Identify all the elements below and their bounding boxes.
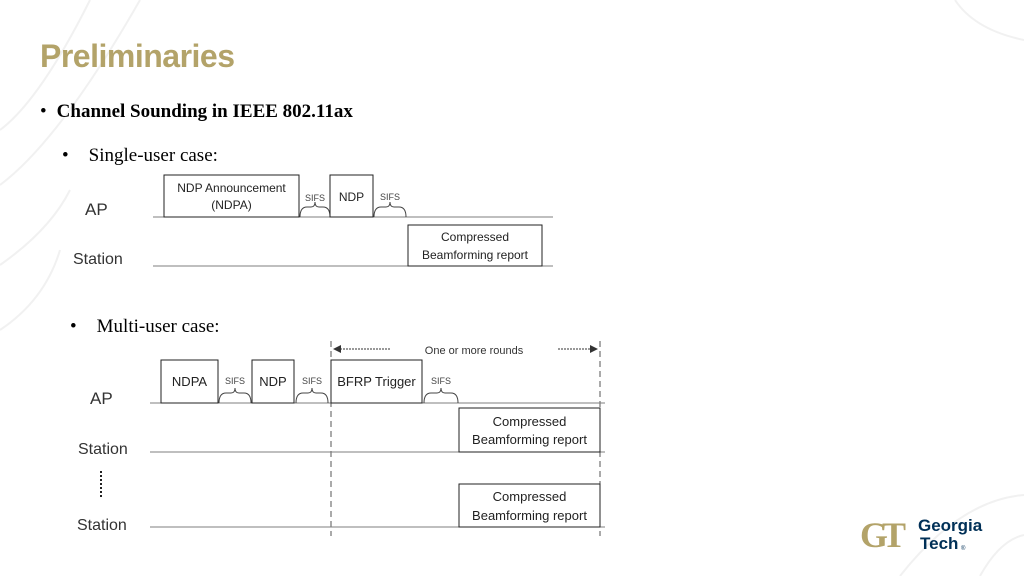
mu-report1-text-2: Beamforming report [472,432,587,447]
bullet-multi-user: • Multi-user case: [70,316,220,338]
mu-sifs-3: SIFS [431,376,451,386]
mu-sifs-brace-1 [218,387,252,404]
su-ndpa-text-1: NDP Announcement [177,181,286,195]
mu-report2-box [458,483,601,528]
logo-gt-mark: GT [860,515,906,555]
mu-report2-text-1: Compressed [493,489,567,504]
multi-user-diagram: One or more rounds AP Station Station ND… [77,341,605,536]
mu-ndpa-text: NDPA [172,374,207,389]
mu-station2-label: Station [77,517,127,534]
bullet-text-channel-sounding: Channel Sounding in IEEE 802.11ax [56,101,353,122]
su-ndp-box [329,174,374,218]
bullet-dot: • [62,145,69,166]
su-report-box [407,224,543,267]
mu-ap-label: AP [90,389,113,408]
slide-title: Preliminaries [40,38,235,74]
su-sifs-2: SIFS [380,192,400,202]
su-sifs-1: SIFS [305,193,325,203]
su-ndpa-text-2: (NDPA) [211,198,251,212]
mu-bfrp-trigger-text: BFRP Trigger [337,374,416,389]
su-report-text-2: Beamforming report [422,248,529,262]
logo-text-tech: Tech [920,534,958,553]
su-sifs-brace-1 [299,201,331,218]
su-ndpa-box [163,174,300,218]
georgia-tech-logo: GT Georgia Tech ® [860,515,983,555]
bullet-single-user: • Single-user case: [62,145,218,167]
bullet-text-single-user: Single-user case: [88,145,218,166]
su-ndp-text: NDP [339,190,364,204]
mu-ndpa-box [160,359,219,404]
su-station-label: Station [73,251,123,268]
bullet-text-multi-user: Multi-user case: [96,316,220,337]
bullet-channel-sounding: • Channel Sounding in IEEE 802.11ax [40,101,353,123]
su-sifs-brace-2 [373,201,407,218]
mu-sifs-brace-3 [423,387,459,404]
mu-bfrp-trigger-box [330,359,423,404]
mu-report2-text-2: Beamforming report [472,508,587,523]
mu-sifs-2: SIFS [302,376,322,386]
bullet-dot: • [70,316,77,337]
single-user-diagram: AP Station NDP Announcement (NDPA) SIFS … [73,174,553,268]
logo-trademark: ® [961,545,966,552]
mu-report1-box [458,407,601,453]
mu-report1-text-1: Compressed [493,414,567,429]
mu-ndp-text: NDP [259,374,286,389]
mu-rounds-label: One or more rounds [425,345,524,357]
mu-station1-label: Station [78,441,128,458]
bullet-dot: • [40,101,47,122]
su-report-text-1: Compressed [441,230,509,244]
logo-text-georgia: Georgia [918,516,983,535]
mu-sifs-1: SIFS [225,376,245,386]
mu-ndp-box [251,359,295,404]
mu-sifs-brace-2 [295,387,329,404]
su-ap-label: AP [85,200,108,219]
